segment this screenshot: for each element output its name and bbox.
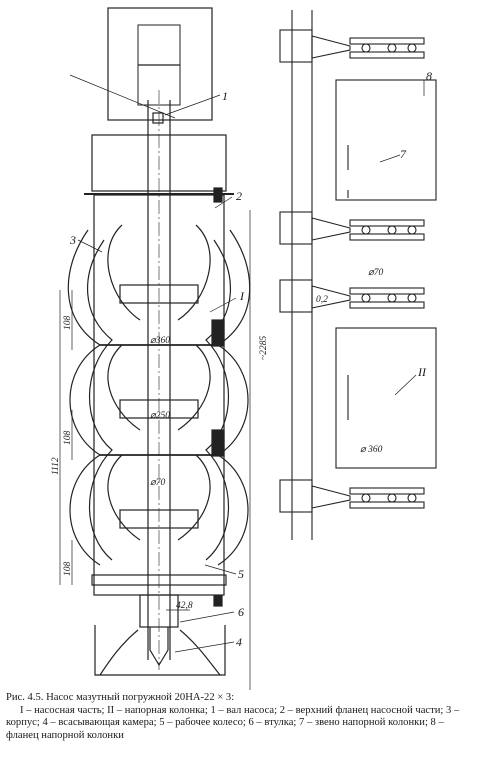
dimension-lines <box>59 74 425 690</box>
dim-dia360-right: ⌀ 360 <box>360 445 383 455</box>
column-flange-2 <box>279 211 425 245</box>
dim-108-middle: 108 <box>63 431 73 446</box>
caption-title: Рис. 4.5. Насос мазутный погружной 20НА-… <box>6 692 235 703</box>
dim-42-8: 42,8 <box>176 601 193 611</box>
dim-108-top: 108 <box>63 316 73 331</box>
dim-dia70-right: ⌀70 <box>368 268 383 278</box>
column-assembly <box>279 10 437 540</box>
label-3: 3 <box>69 233 76 247</box>
column-flange-3 <box>279 279 425 313</box>
figure-caption: Рис. 4.5. Насос мазутный погружной 20НА-… <box>6 692 472 742</box>
drawing-labels: 1 2 3 I 5 6 4 8 7 II <box>69 69 432 649</box>
label-6: 6 <box>238 605 244 619</box>
label-8: 8 <box>426 69 432 83</box>
dim-dia70: ⌀70 <box>150 478 165 488</box>
caption-legend: I – насосная часть; II – напорная колонк… <box>6 704 460 741</box>
dim-dia360: ⌀360 <box>150 336 170 346</box>
label-2: 2 <box>236 189 242 203</box>
column-flange-1 <box>279 29 425 63</box>
pump-assembly <box>67 7 251 676</box>
dimension-labels: 108 108 108 1112 ~2285 ⌀360 ⌀250 ⌀70 42,… <box>51 268 383 611</box>
dim-2285: ~2285 <box>259 336 269 360</box>
dim-1112: 1112 <box>51 457 61 475</box>
dim-dia250: ⌀250 <box>150 411 170 421</box>
dim-0-2: 0,2 <box>316 295 328 305</box>
column-flange-4 <box>279 479 425 513</box>
dim-108-bottom: 108 <box>63 562 73 577</box>
label-II: II <box>417 365 427 379</box>
label-I: I <box>239 289 245 303</box>
label-4: 4 <box>236 635 242 649</box>
label-5: 5 <box>238 567 244 581</box>
label-1: 1 <box>222 89 228 103</box>
label-7: 7 <box>400 147 407 161</box>
pump-drawing: 1 2 3 I 5 6 4 8 7 II 108 108 108 1112 ~2… <box>51 7 437 690</box>
